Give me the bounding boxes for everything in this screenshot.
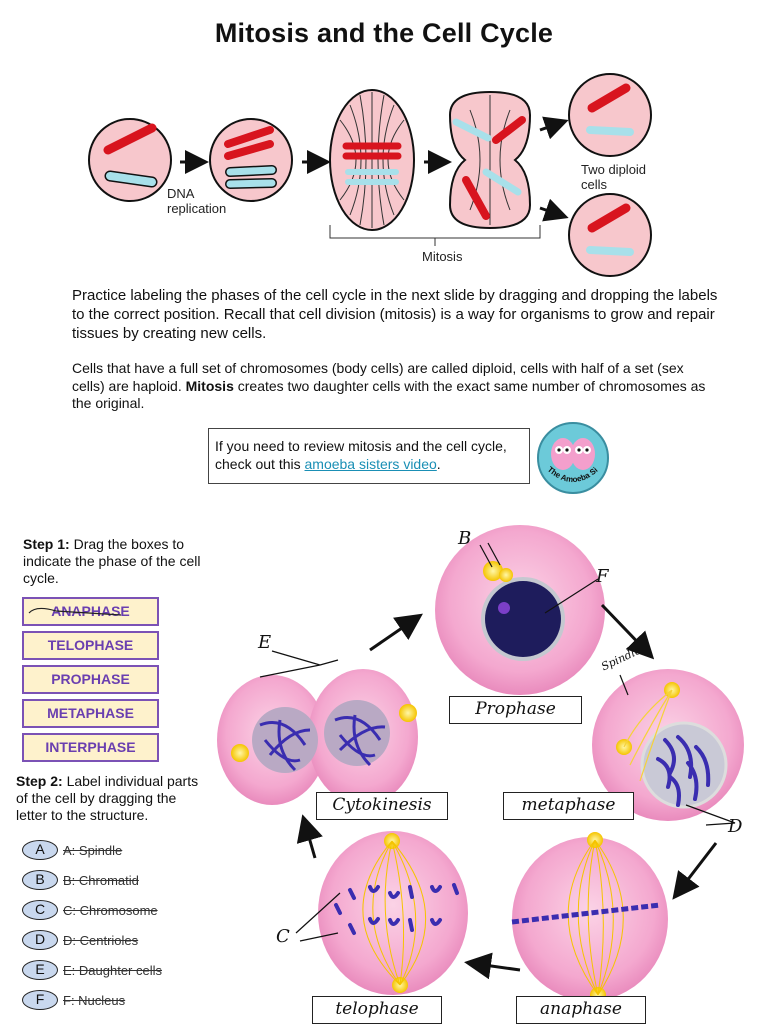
video-period: . <box>436 456 441 472</box>
replicated-cell <box>209 118 293 202</box>
letter-b-text: B: Chromatid <box>63 873 139 888</box>
d-pointer <box>685 804 736 826</box>
c-pointer <box>295 892 341 942</box>
daughter-cell-top <box>568 73 652 157</box>
mitosis-overview-diagram <box>88 73 652 277</box>
mitosis-label: Mitosis <box>422 249 463 264</box>
label-telophase[interactable]: telophase <box>312 996 442 1024</box>
phase-box-telophase[interactable]: TELOPHASE <box>22 631 159 660</box>
spindle-pointer <box>619 674 629 696</box>
mitosis-bracket <box>329 225 541 246</box>
step1-heading: Step 1: <box>23 536 70 552</box>
hand-letter-e: E <box>258 632 272 653</box>
label-cytokinesis[interactable]: Cytokinesis <box>316 792 448 820</box>
telophase-cycle-cell <box>318 831 468 995</box>
daughter-cell-bottom <box>568 193 652 277</box>
step2-instructions: Step 2: Label individual parts of the ce… <box>16 773 206 824</box>
letter-d[interactable]: D <box>22 930 58 950</box>
phase-box-anaphase[interactable]: ANAPHASE <box>22 597 159 626</box>
amoeba-sisters-logo: The Amoeba Sisters <box>535 420 609 494</box>
f-pointer <box>544 578 599 614</box>
letter-b[interactable]: B <box>22 870 58 890</box>
diploid-bold: Mitosis <box>185 377 234 394</box>
diploid-paragraph: Cells that have a full set of chromosome… <box>72 360 712 413</box>
step1-instructions: Step 1: Drag the boxes to indicate the p… <box>23 536 203 587</box>
metaphase-cycle-cell <box>592 669 744 821</box>
anaphase-cycle-cell <box>511 832 668 1003</box>
strike-mark <box>28 607 122 616</box>
video-box: If you need to review mitosis and the ce… <box>208 428 530 484</box>
phase-box-prophase[interactable]: PROPHASE <box>22 665 159 694</box>
hand-letter-d: D <box>728 816 743 837</box>
anaphase-cell <box>448 90 532 230</box>
video-text: If you need to review mitosis and the ce… <box>215 438 507 472</box>
parent-cell <box>88 118 172 202</box>
hand-letter-f: F <box>596 566 609 587</box>
label-prophase[interactable]: Prophase <box>449 696 582 724</box>
page-title: Mitosis and the Cell Cycle <box>214 18 554 48</box>
phase-box-interphase[interactable]: INTERPHASE <box>22 733 159 762</box>
letter-a[interactable]: A <box>22 840 58 860</box>
letter-c-text: C: Chromosome <box>63 903 158 918</box>
amoeba-sisters-link[interactable]: amoeba sisters video <box>304 456 437 472</box>
metaphase-cell <box>329 89 415 231</box>
diploid-text-2: creates two daughter cells with the exac… <box>72 377 706 412</box>
cell-cycle-diagram <box>217 525 744 1003</box>
hand-letter-b: B <box>458 528 472 549</box>
hand-letter-c: C <box>276 926 290 947</box>
step2-text: Label individual parts of the cell by dr… <box>16 773 199 823</box>
label-metaphase[interactable]: metaphase <box>503 792 634 820</box>
letter-f[interactable]: F <box>22 990 58 1010</box>
letter-e[interactable]: E <box>22 960 58 980</box>
letter-d-text: D: Centrioles <box>63 933 139 948</box>
step1-text: Drag the boxes to indicate the phase of … <box>23 536 201 586</box>
phase-box-metaphase[interactable]: METAPHASE <box>22 699 159 728</box>
letter-c[interactable]: C <box>22 900 58 920</box>
b-pointer <box>479 542 501 568</box>
letter-a-text: A: Spindle <box>63 843 123 858</box>
intro-paragraph: Practice labeling the phases of the cell… <box>72 287 718 342</box>
e-pointer <box>259 650 339 678</box>
step2-heading: Step 2: <box>16 773 63 789</box>
cytokinesis-cell <box>217 669 418 805</box>
diploid-text-1: Cells that have a full set of chromosome… <box>72 360 684 394</box>
prophase-cell <box>435 525 605 695</box>
two-diploid-label: Two diploid cells <box>581 162 647 192</box>
dna-replication-label: DNA replication <box>167 186 227 216</box>
letter-e-text: E: Daughter cells <box>63 963 162 978</box>
label-anaphase[interactable]: anaphase <box>516 996 646 1024</box>
letter-f-text: F: Nucleus <box>63 993 126 1008</box>
